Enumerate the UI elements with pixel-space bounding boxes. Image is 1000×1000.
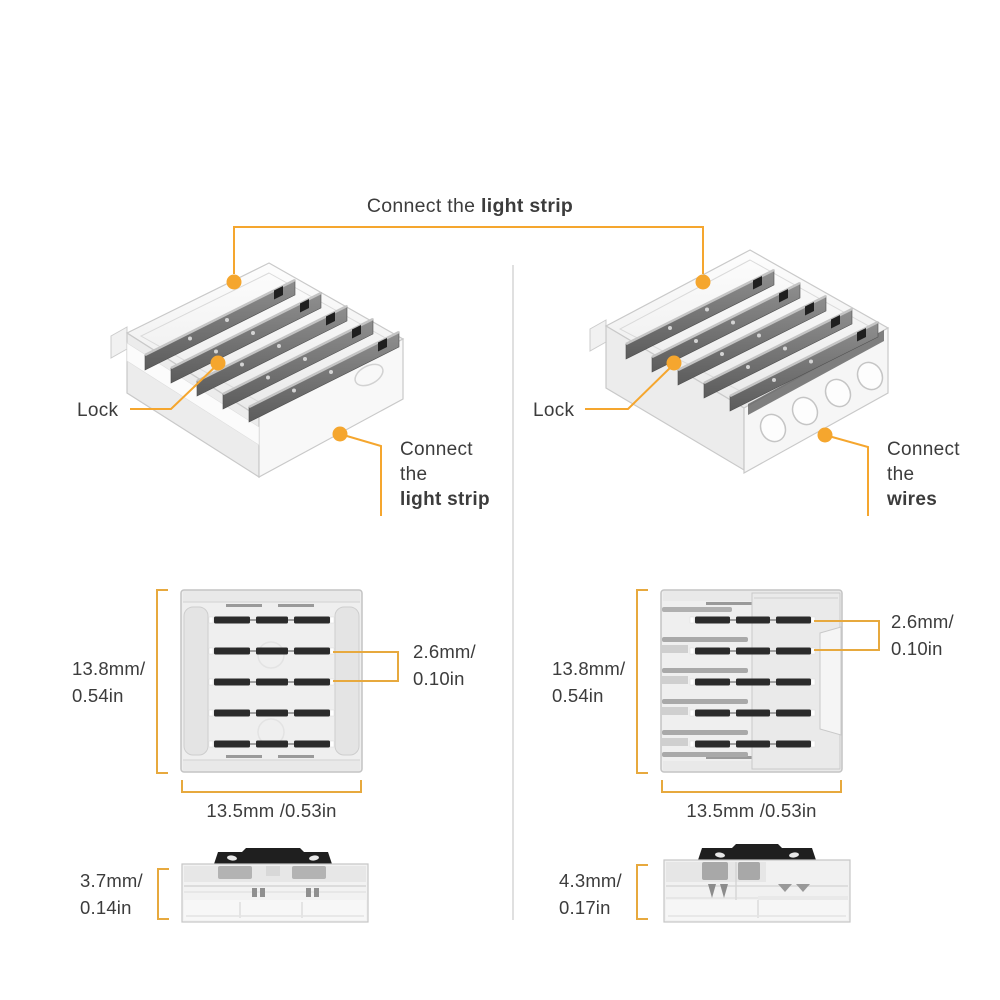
left-connect-callout: Connect the light strip	[400, 437, 490, 512]
right-pitch-bracket	[814, 620, 880, 651]
left-pitch-label: 2.6mm/ 0.10in	[413, 638, 476, 692]
right-connect-callout: Connect the wires	[887, 437, 960, 512]
body-profile	[663, 859, 851, 923]
right-height-line1: 13.8mm/	[552, 658, 626, 679]
right-width-label: 13.5mm /0.53in	[686, 800, 817, 821]
left-connector-illustration	[110, 262, 405, 479]
right-pitch-label: 2.6mm/ 0.10in	[891, 608, 954, 662]
left-connect-bold: light strip	[400, 489, 490, 510]
right-thickness-label: 4.3mm/ 0.17in	[559, 867, 622, 921]
left-lock-label: Lock	[77, 400, 119, 421]
header-callout-bold: light strip	[481, 195, 574, 217]
right-thickness-line1: 4.3mm/	[559, 870, 622, 891]
right-height-bracket	[636, 589, 648, 774]
left-thickness-line2: 0.14in	[80, 897, 132, 918]
left-height-line1: 13.8mm/	[72, 658, 146, 679]
left-connect-line1: Connect	[400, 439, 473, 460]
connector-body	[110, 262, 405, 479]
body-profile	[181, 863, 369, 923]
left-thickness-bracket	[157, 868, 169, 920]
right-connect-bold: wires	[887, 489, 938, 510]
wire-holes	[759, 361, 884, 443]
right-connect-line2: the	[887, 464, 915, 485]
right-pitch-line1: 2.6mm/	[891, 611, 954, 632]
left-sideview-figure	[181, 848, 369, 923]
right-topview-figure	[660, 589, 843, 773]
clip-profile	[698, 844, 816, 860]
left-pitch-line1: 2.6mm/	[413, 641, 476, 662]
right-height-label: 13.8mm/ 0.54in	[552, 655, 625, 709]
right-height-line2: 0.54in	[552, 685, 604, 706]
right-thickness-line2: 0.17in	[559, 897, 611, 918]
right-lock-label: Lock	[533, 400, 575, 421]
left-width-label: 13.5mm /0.53in	[206, 800, 337, 821]
header-callout: Connect the light strip	[235, 194, 705, 219]
right-thickness-bracket	[636, 864, 648, 920]
left-thickness-label: 3.7mm/ 0.14in	[80, 867, 143, 921]
strip-wires	[662, 607, 748, 757]
right-connector-illustration	[589, 249, 890, 475]
lock-clips	[625, 268, 879, 412]
right-sideview-figure	[663, 844, 851, 923]
left-height-label: 13.8mm/ 0.54in	[72, 655, 145, 709]
lock-clips	[144, 278, 400, 423]
left-connect-line2: the	[400, 464, 428, 485]
left-thickness-line1: 3.7mm/	[80, 870, 143, 891]
right-connect-line1: Connect	[887, 439, 960, 460]
left-height-line2: 0.54in	[72, 685, 124, 706]
right-pitch-line2: 0.10in	[891, 638, 943, 659]
connector-body	[589, 249, 890, 475]
left-width-bracket	[181, 780, 362, 793]
panel-divider	[512, 265, 514, 920]
header-callout-prefix: Connect the	[366, 195, 482, 217]
right-width-bracket	[661, 780, 842, 793]
contact-slots	[689, 616, 816, 748]
left-pitch-bracket	[333, 651, 399, 682]
contact-slots	[208, 616, 335, 748]
left-pitch-line2: 0.10in	[413, 668, 465, 689]
left-height-bracket	[156, 589, 168, 774]
